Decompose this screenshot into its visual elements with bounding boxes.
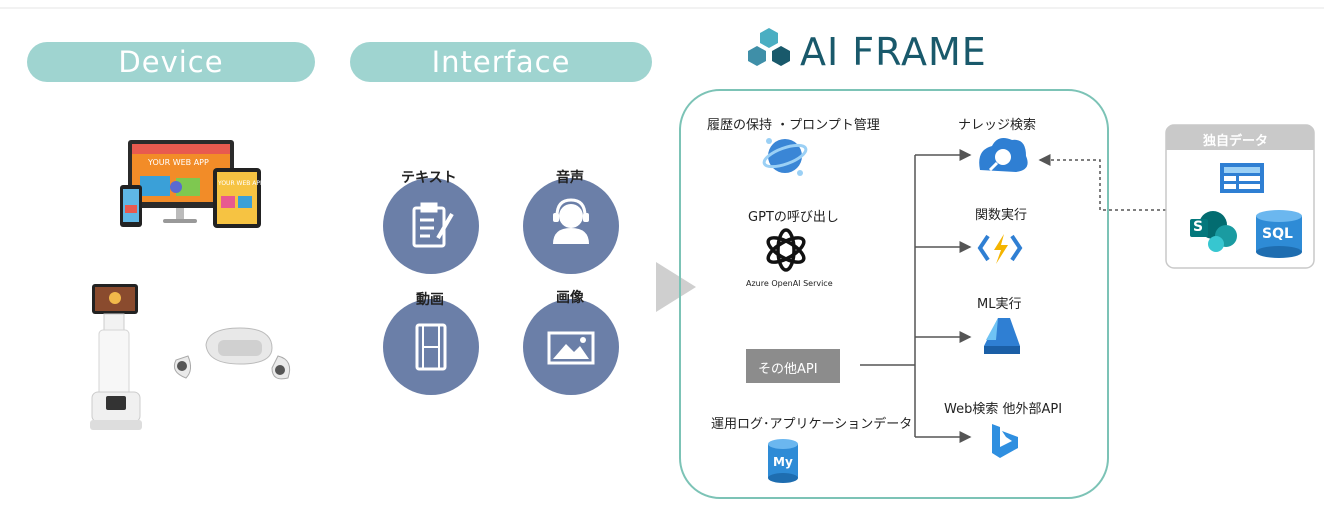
own-data-title: 独自データ <box>1203 134 1269 149</box>
gpt-call-label: GPTの呼び出し <box>748 210 839 225</box>
ai-frame-box <box>679 89 1109 499</box>
azure-ml-icon <box>984 318 1020 354</box>
history-prompt-label: 履歴の保持 ・プロンプト管理 <box>707 118 880 133</box>
other-api-box <box>746 349 840 383</box>
bing-icon <box>992 424 1018 458</box>
headset-person-icon <box>553 198 589 244</box>
robot-illustration <box>90 284 142 430</box>
cosmos-db-icon <box>762 138 808 176</box>
cognitive-search-icon <box>979 138 1028 172</box>
function-exec-label: 関数実行 <box>975 208 1028 223</box>
sql-database-icon <box>1256 210 1302 258</box>
sharepoint-icon <box>1190 211 1237 252</box>
ai-frame-logo-icon <box>748 28 790 66</box>
picture-icon <box>547 331 595 365</box>
web-search-label: Web検索 他外部API <box>944 402 1063 417</box>
ai-frame-title: AI FRAME <box>800 30 987 74</box>
interface-section-header: Interface <box>350 42 652 82</box>
tablet-screen-label: YOUR WEB APP <box>218 180 264 187</box>
film-strip-icon <box>415 323 447 371</box>
mysql-database-icon <box>768 439 798 483</box>
azure-functions-icon <box>977 234 1023 264</box>
text-label: テキスト <box>401 170 457 186</box>
knowledge-search-label: ナレッジ検索 <box>958 118 1037 133</box>
image-circle <box>523 299 619 395</box>
web-app-screen-label: YOUR WEB APP <box>148 158 209 167</box>
web-devices-illustration <box>120 140 261 228</box>
vr-headset-illustration <box>173 327 291 380</box>
azure-openai-label: Azure OpenAI Service <box>746 279 833 288</box>
image-label: 画像 <box>556 290 584 306</box>
text-circle <box>383 178 479 274</box>
openai-icon <box>766 228 806 272</box>
flow-arrow-icon <box>656 262 696 312</box>
clipboard-icon <box>412 202 454 248</box>
voice-label: 音声 <box>556 170 584 186</box>
device-section-header: Device <box>27 42 315 82</box>
sql-label: SQL <box>1262 226 1293 242</box>
operation-log-label: 運用ログ･アプリケーションデータ <box>711 417 913 432</box>
ml-exec-label: ML実行 <box>977 297 1022 312</box>
video-label: 動画 <box>416 292 444 308</box>
other-api-label: その他API <box>758 362 818 377</box>
mysql-badge-label: My <box>773 455 793 469</box>
connector-lines <box>860 149 1166 443</box>
sharepoint-letter: S <box>1193 219 1204 235</box>
table-storage-icon <box>1220 163 1264 193</box>
